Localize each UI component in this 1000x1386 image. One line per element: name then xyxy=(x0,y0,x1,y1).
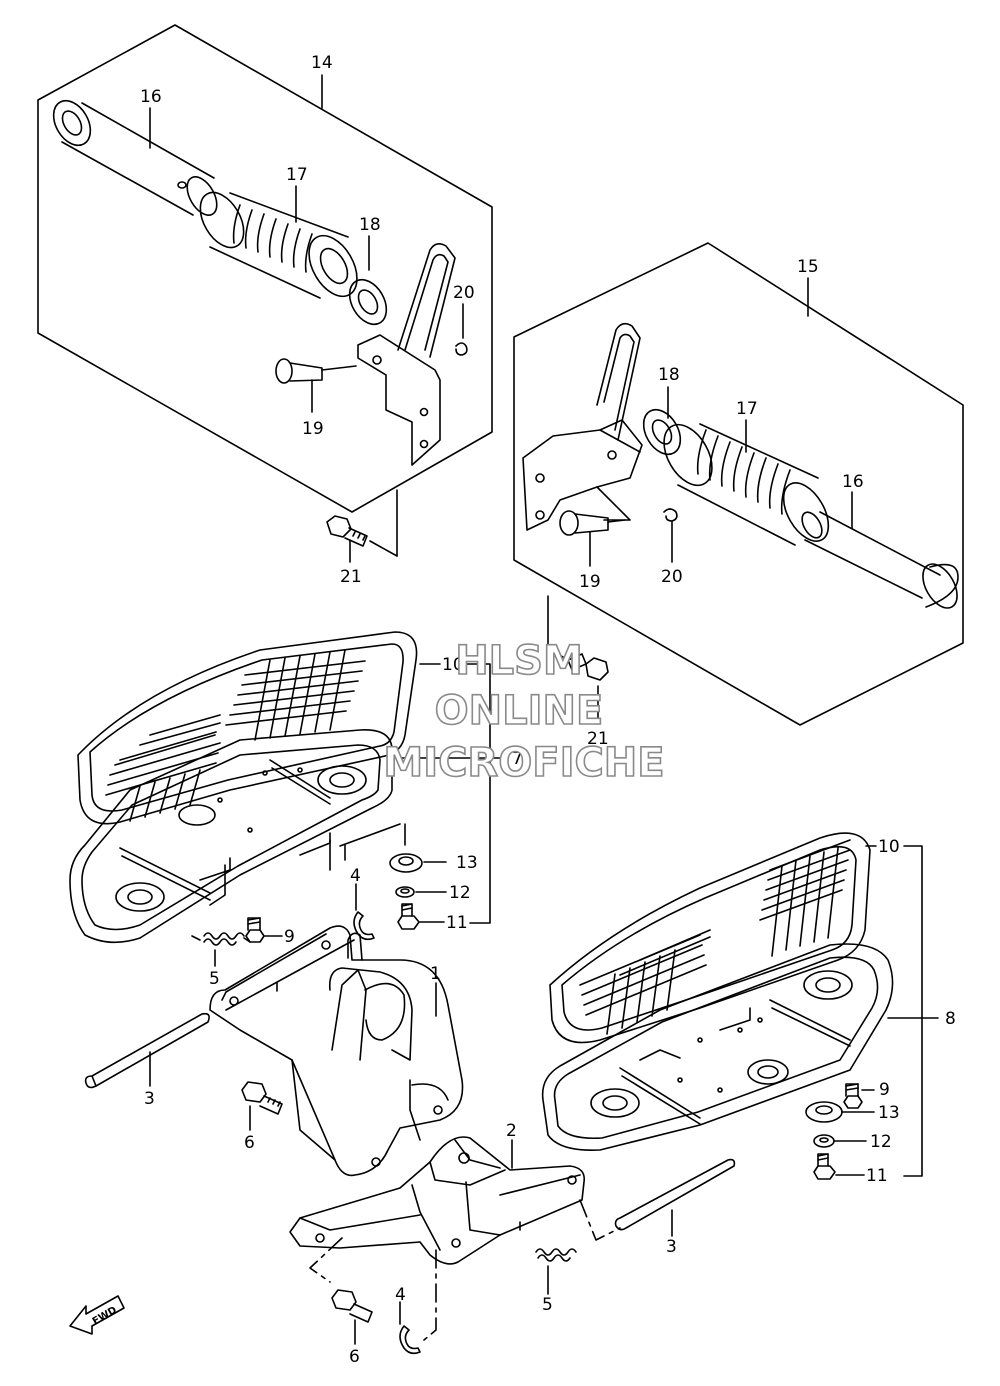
label-7: 7 xyxy=(512,749,523,769)
label-3-right: 3 xyxy=(666,1237,677,1257)
bolt-21-left xyxy=(327,490,397,556)
label-10-left: 10 xyxy=(442,655,464,675)
label-21-right: 21 xyxy=(587,729,609,749)
label-6-right: 6 xyxy=(349,1347,360,1367)
washer-13-left xyxy=(390,854,422,872)
clip-4-left xyxy=(354,912,374,939)
pin-19-right xyxy=(560,511,625,535)
rubber-grip-17-left xyxy=(191,185,366,305)
label-18-left: 18 xyxy=(359,215,381,235)
spring-5-left xyxy=(192,933,250,945)
assembly-14-frame xyxy=(38,25,492,512)
part-labels: 14 16 17 18 20 19 21 15 18 17 16 19 20 2… xyxy=(140,53,956,1367)
clip-20-right xyxy=(664,509,677,521)
label-1: 1 xyxy=(430,964,441,984)
label-16-left: 16 xyxy=(140,87,162,107)
guide-line-b xyxy=(424,1250,436,1340)
leader-bracket-10-11-left xyxy=(464,664,490,923)
label-4-right: 4 xyxy=(395,1285,406,1305)
label-16-right: 16 xyxy=(842,472,864,492)
label-17-right: 17 xyxy=(736,399,758,419)
guide-line-a xyxy=(310,1238,342,1282)
peg-shaft-16-right xyxy=(798,509,964,614)
pin-19-left xyxy=(276,359,356,383)
bracket-2 xyxy=(290,1137,584,1264)
label-4-left: 4 xyxy=(350,866,361,886)
label-20-right: 20 xyxy=(661,567,683,587)
label-13-left: 13 xyxy=(456,853,478,873)
label-10-right: 10 xyxy=(878,837,900,857)
washer-18-right xyxy=(636,403,688,461)
label-18-right: 18 xyxy=(658,365,680,385)
watermark-line-2: ONLINE xyxy=(435,688,604,734)
bolt-9-left xyxy=(246,918,264,942)
peg-shaft-16-left xyxy=(46,94,223,220)
label-5-right: 5 xyxy=(542,1295,553,1315)
rubber-grip-17-right xyxy=(654,416,837,548)
washer-13-right xyxy=(806,1102,842,1122)
bolt-21-right xyxy=(548,596,608,680)
peg-bracket-right xyxy=(523,324,642,530)
label-19-right: 19 xyxy=(579,572,601,592)
label-12-right: 12 xyxy=(870,1132,892,1152)
leader-bracket-10-11-right xyxy=(904,846,922,1176)
label-15: 15 xyxy=(797,257,819,277)
washer-12-right xyxy=(814,1135,834,1147)
label-6-left: 6 xyxy=(244,1133,255,1153)
floorboard-rubber-10-right xyxy=(550,833,870,1042)
watermark-line-3: MICROFICHE xyxy=(383,740,664,786)
bolt-6-left xyxy=(242,1082,282,1114)
bolt-9-right xyxy=(844,1084,862,1108)
label-19-left: 19 xyxy=(302,419,324,439)
floorboard-rubber-10-left xyxy=(78,632,417,824)
bolt-6-right xyxy=(332,1290,372,1322)
label-11-right: 11 xyxy=(866,1166,888,1186)
label-2: 2 xyxy=(506,1121,517,1141)
floorboard-plate-7 xyxy=(70,730,405,943)
washer-12-left xyxy=(396,887,414,897)
guide-line-c xyxy=(580,1200,620,1240)
floorboard-plate-8 xyxy=(543,944,893,1150)
clip-4-right xyxy=(400,1326,420,1353)
label-13-right: 13 xyxy=(878,1103,900,1123)
label-21-left: 21 xyxy=(340,567,362,587)
label-9-left: 9 xyxy=(284,927,295,947)
pivot-pin-3-right xyxy=(616,1160,735,1230)
spring-5-right xyxy=(536,1249,576,1261)
label-17-left: 17 xyxy=(286,165,308,185)
clip-20-left xyxy=(456,343,467,355)
fwd-arrow-icon xyxy=(70,1296,124,1334)
label-5-left: 5 xyxy=(209,969,220,989)
label-3-left: 3 xyxy=(144,1089,155,1109)
label-11-left: 11 xyxy=(446,913,468,933)
watermark-line-1: HLSM xyxy=(455,638,583,684)
pivot-pin-3-left xyxy=(86,1014,210,1088)
label-20-left: 20 xyxy=(453,283,475,303)
bracket-1 xyxy=(210,926,463,1175)
bolt-11-right xyxy=(814,1154,835,1179)
assembly-15-frame xyxy=(514,243,963,725)
washer-18-left xyxy=(342,273,394,331)
label-8: 8 xyxy=(945,1009,956,1029)
bolt-11-left xyxy=(398,904,419,929)
label-9-right: 9 xyxy=(879,1080,890,1100)
watermark: HLSM ONLINE MICROFICHE xyxy=(383,637,666,787)
label-12-left: 12 xyxy=(449,883,471,903)
peg-bracket-left xyxy=(358,244,455,465)
label-14: 14 xyxy=(311,53,333,73)
